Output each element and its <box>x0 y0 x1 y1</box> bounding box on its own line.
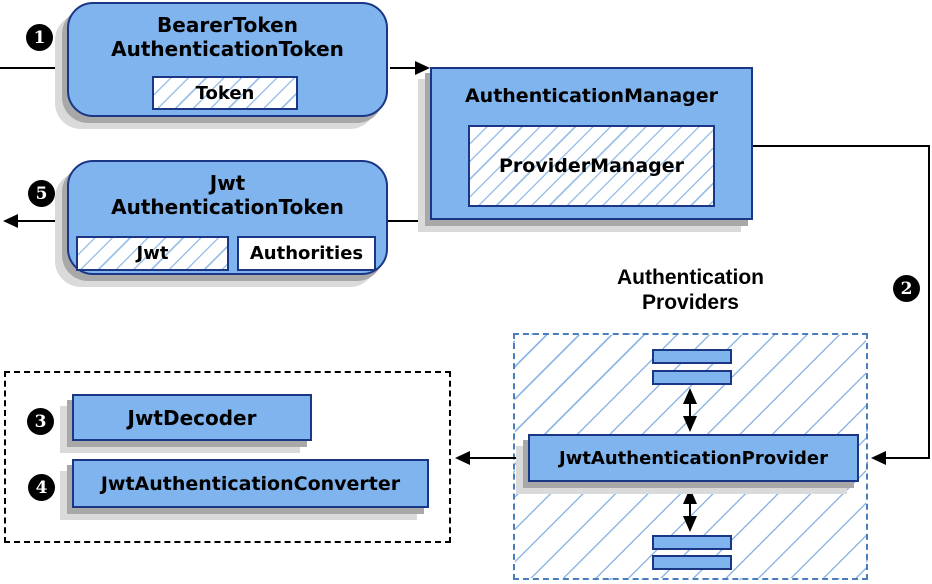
jwt-authentication-converter-box: JwtAuthenticationConverter <box>72 459 429 508</box>
jwt-token-title-line2: AuthenticationToken <box>111 195 344 219</box>
authentication-providers-label: Authentication Providers <box>513 265 868 315</box>
arrowhead-slot-top-up <box>683 388 697 404</box>
provider-manager-box: ProviderManager <box>468 125 715 207</box>
jwt-authentication-provider-label: JwtAuthenticationProvider <box>559 447 828 469</box>
authentication-providers-label-line2: Providers <box>642 291 739 314</box>
arrowhead-slot-top-down <box>683 416 697 432</box>
authorities-field-label: Authorities <box>249 243 364 264</box>
jwt-token-title: Jwt AuthenticationToken <box>69 162 386 219</box>
arrowhead-slot-bottom-down <box>683 516 697 532</box>
token-field: Token <box>152 76 298 110</box>
manager-to-provider-line <box>753 145 930 459</box>
bearer-token-title: BearerToken AuthenticationToken <box>69 4 386 61</box>
step-badge-2: 2 <box>893 275 920 302</box>
jwt-field: Jwt <box>76 236 229 271</box>
authentication-providers-label-line1: Authentication <box>617 266 764 289</box>
step-badge-5: 5 <box>28 180 55 207</box>
arrowhead-into-helpers <box>455 451 470 465</box>
provider-slot-bar-4 <box>652 555 732 570</box>
arrowhead-into-manager <box>415 61 430 75</box>
jwt-helpers-dashed-box <box>4 371 451 543</box>
authentication-manager-box: AuthenticationManager ProviderManager <box>430 67 753 220</box>
jwt-authentication-converter-label: JwtAuthenticationConverter <box>100 472 401 495</box>
authorities-field: Authorities <box>237 236 376 271</box>
step-badge-3: 3 <box>27 408 54 435</box>
provider-manager-label: ProviderManager <box>498 155 685 177</box>
bearer-token-title-line1: BearerToken <box>157 13 298 37</box>
bearer-token-authentication-token-box: BearerToken AuthenticationToken Token <box>67 2 388 117</box>
provider-slot-bar-1 <box>652 349 732 364</box>
jwt-authentication-token-box: Jwt AuthenticationToken Jwt Authorities <box>67 160 388 275</box>
arrowhead-outgoing-left <box>3 214 18 228</box>
token-field-label: Token <box>195 82 255 104</box>
step-badge-4: 4 <box>28 474 55 501</box>
arrowhead-into-provider <box>871 451 886 465</box>
step-badge-1: 1 <box>26 24 53 51</box>
authentication-manager-title: AuthenticationManager <box>464 85 719 107</box>
provider-slot-bar-2 <box>652 370 732 385</box>
bearer-token-title-line2: AuthenticationToken <box>111 37 344 61</box>
jwt-decoder-label: JwtDecoder <box>127 405 257 430</box>
provider-slot-bar-3 <box>652 535 732 550</box>
jwt-authentication-provider-box: JwtAuthenticationProvider <box>528 434 859 482</box>
jwt-field-label: Jwt <box>136 243 169 264</box>
jwt-decoder-box: JwtDecoder <box>72 394 312 441</box>
jwt-token-title-line1: Jwt <box>209 171 246 195</box>
arrowhead-slot-bottom-up <box>683 488 697 504</box>
